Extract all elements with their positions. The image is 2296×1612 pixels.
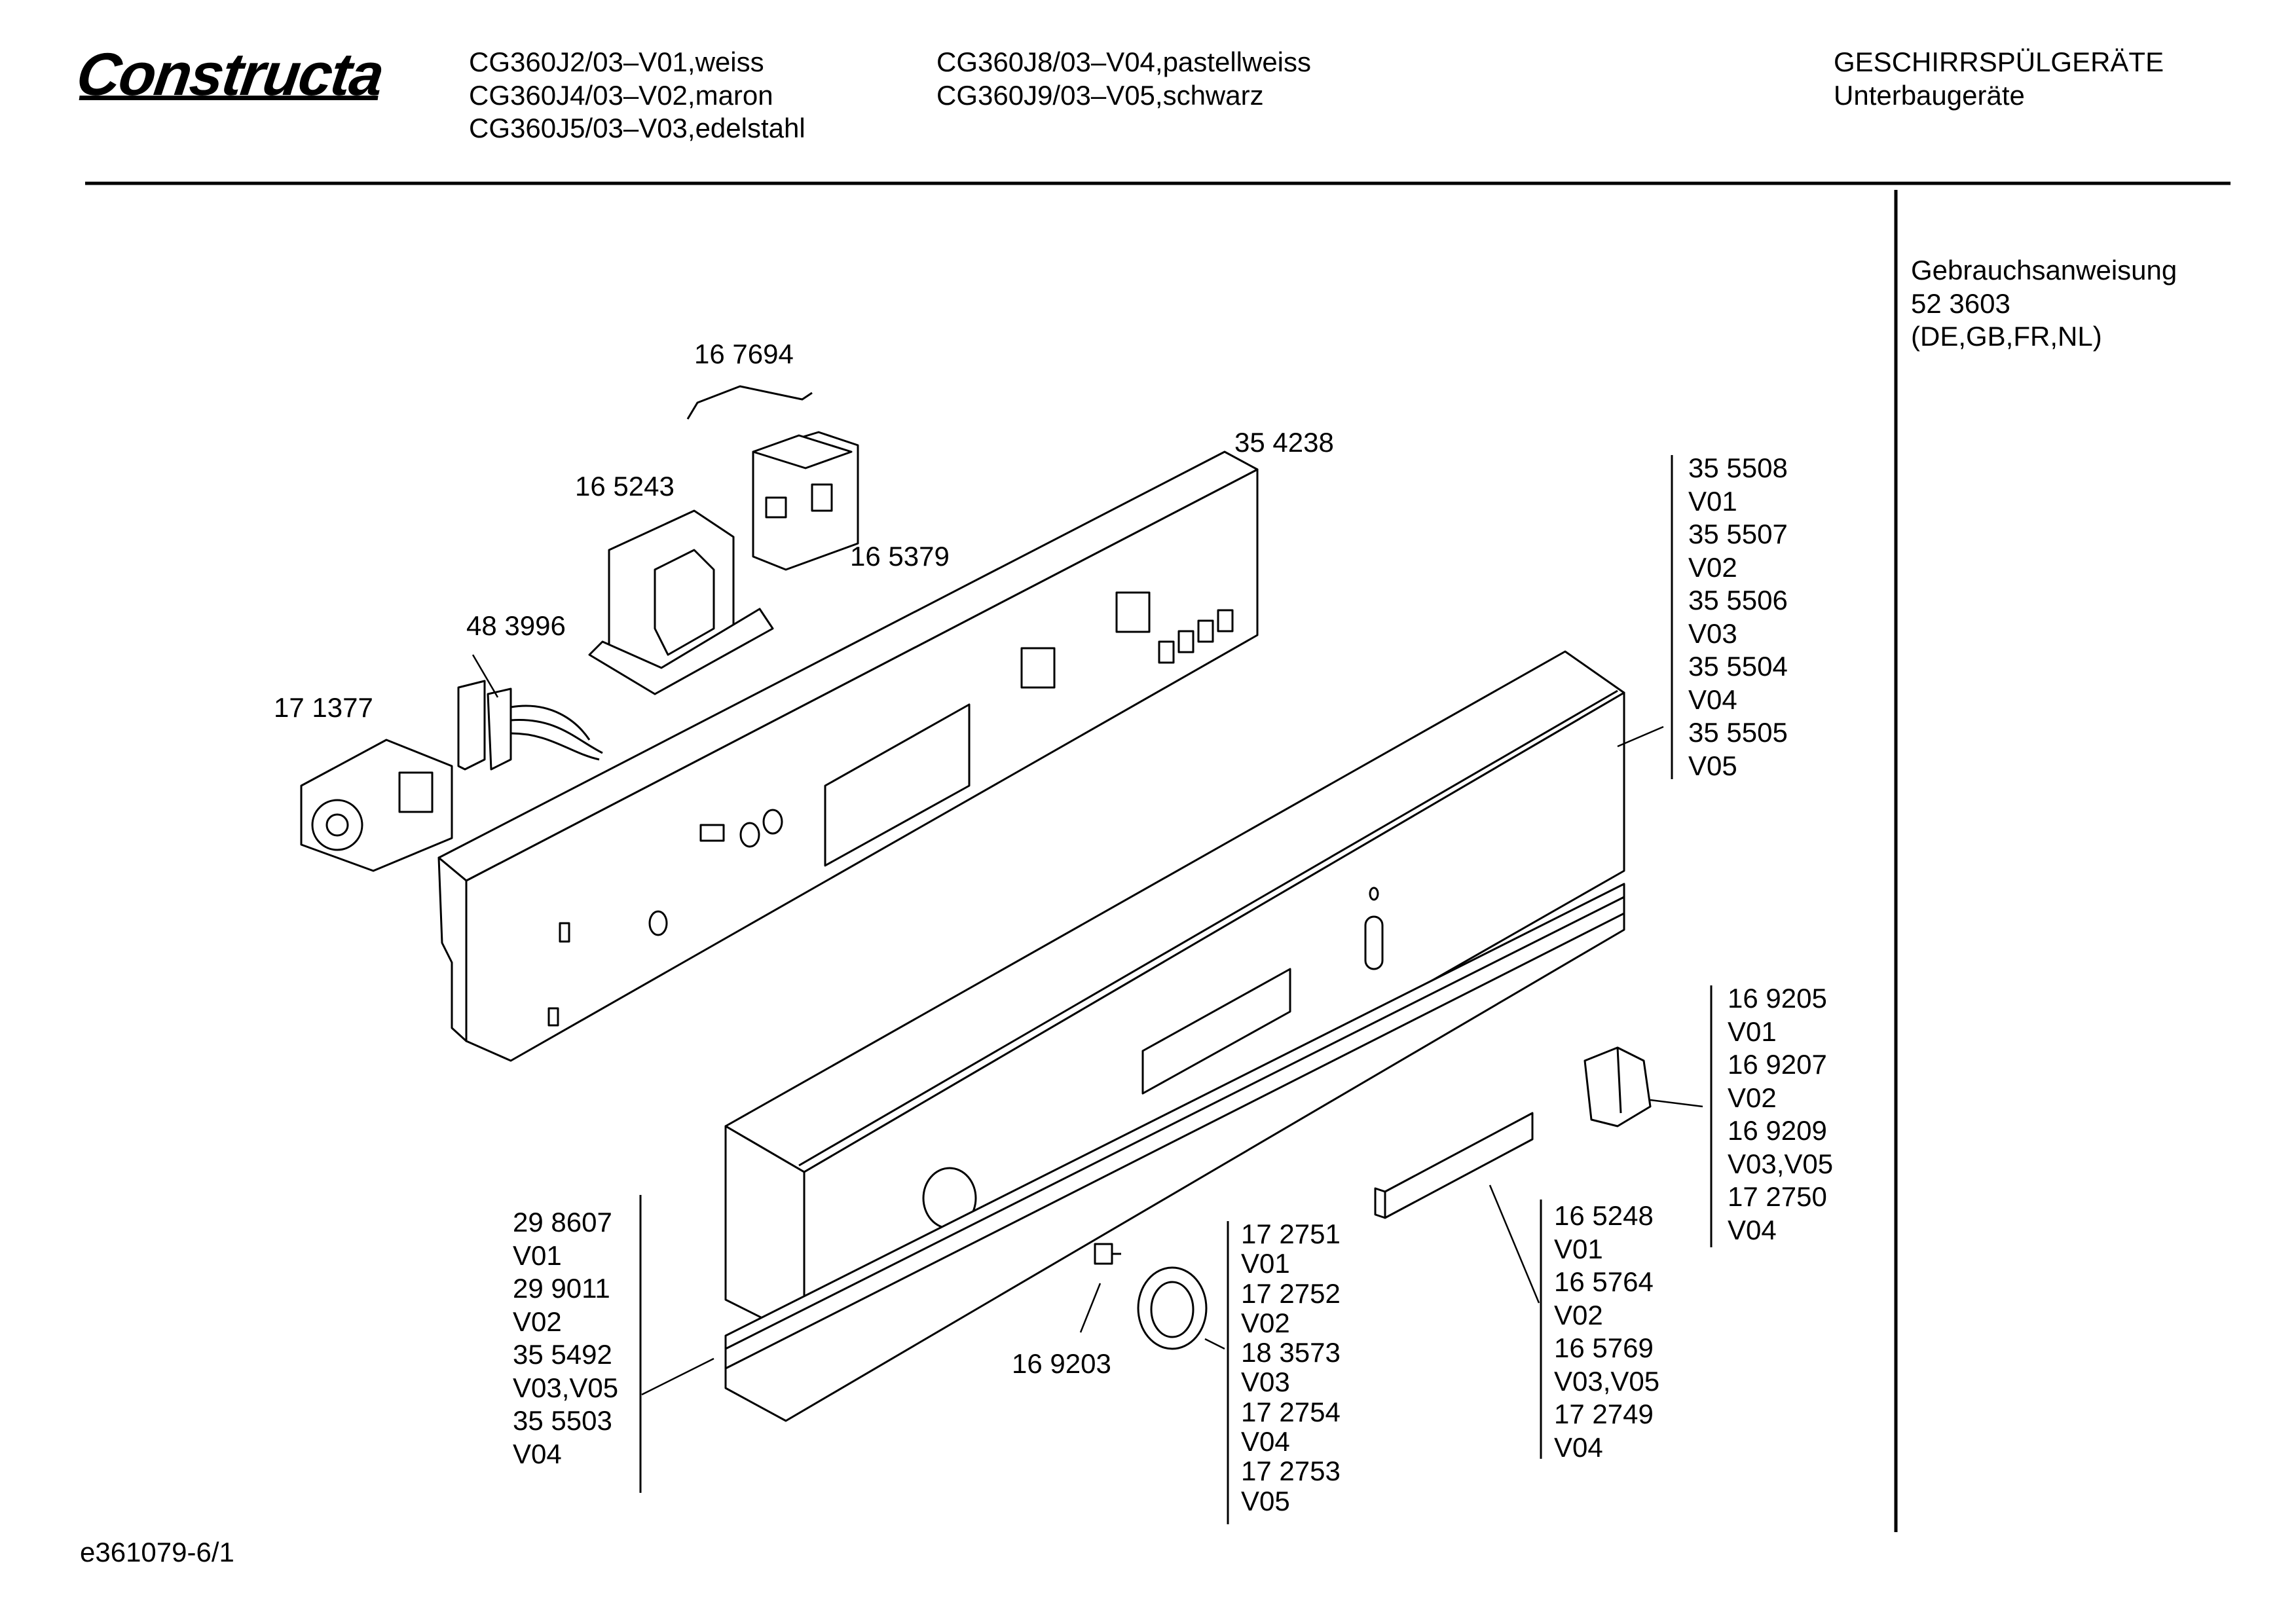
front-panel-variants: 35 5508 V01 35 5507 V02 35 5506 V03 35 5… (1688, 452, 1788, 782)
control-panel-frame (437, 450, 1259, 1062)
screw-part (1094, 1243, 1121, 1265)
model-line: CG360J9/03–V05,schwarz (936, 79, 1264, 111)
variant-line: V01 (1688, 485, 1737, 517)
variant-line: V03 (1688, 617, 1737, 649)
circuit-board-holder (588, 509, 774, 695)
manual-number: 52 3603 (1911, 287, 2010, 319)
variant-line: 16 9207 (1728, 1049, 1827, 1080)
model-line: CG360J2/03–V01,weiss (469, 46, 764, 77)
rotary-knob (1137, 1266, 1208, 1350)
switch-component (752, 431, 859, 571)
variant-line: V02 (1728, 1082, 1777, 1113)
variant-line: 35 5505 (1688, 717, 1788, 748)
category-block: GESCHIRRSPÜLGERÄTE Unterbaugeräte (1834, 46, 2164, 112)
push-button-variants: 16 9205 V01 16 9207 V02 16 9209 V03,V05 … (1728, 982, 1833, 1247)
manual-label: Gebrauchsanweisung (1911, 255, 2177, 285)
variant-line: 35 5507 (1688, 519, 1788, 549)
variant-line: 35 5492 (513, 1339, 612, 1370)
connector-plug (457, 680, 603, 771)
variant-line: 17 2750 (1728, 1181, 1827, 1212)
push-button-part (1583, 1046, 1652, 1127)
variant-line: V03,V05 (513, 1372, 619, 1403)
variant-line: 35 5506 (1688, 585, 1788, 615)
variant-line: V01 (1728, 1016, 1777, 1047)
variant-line: 17 2754 (1241, 1396, 1341, 1427)
part-label: 16 5379 (850, 541, 950, 572)
variant-line: 35 5503 (513, 1405, 612, 1436)
variant-line: V04 (513, 1438, 562, 1469)
manual-languages: (DE,GB,FR,NL) (1911, 321, 2102, 352)
variant-line: 18 3573 (1241, 1337, 1341, 1368)
category-subtitle: Unterbaugeräte (1834, 79, 2025, 111)
part-label: 17 1377 (274, 692, 373, 723)
front-panel (724, 650, 1625, 1340)
variant-line: 16 5769 (1554, 1332, 1654, 1363)
list-brackets (639, 455, 1713, 1524)
variant-line: V03 (1241, 1366, 1290, 1398)
variant-line: V04 (1554, 1431, 1603, 1463)
variant-line: V03,V05 (1728, 1148, 1834, 1179)
variant-line: V04 (1728, 1214, 1777, 1245)
variant-line: V02 (1241, 1307, 1290, 1338)
part-label: 35 4238 (1234, 427, 1334, 458)
base-strip (724, 883, 1625, 1422)
model-list-2: CG360J8/03–V04,pastellweiss CG360J9/03–V… (936, 46, 1311, 112)
cover-strip-variants: 16 5248 V01 16 5764 V02 16 5769 V03,V05 … (1554, 1200, 1659, 1464)
part-label: 48 3996 (466, 610, 566, 641)
variant-line: 16 9205 (1728, 983, 1827, 1014)
variant-line: 17 2751 (1241, 1218, 1341, 1249)
model-list-1: CG360J2/03–V01,weiss CG360J4/03–V02,maro… (469, 46, 805, 145)
part-label: 16 9203 (1012, 1348, 1111, 1379)
variant-line: 29 8607 (513, 1207, 612, 1237)
variant-line: V02 (1688, 551, 1737, 583)
variant-line: 16 5248 (1554, 1200, 1654, 1231)
variant-line: 17 2752 (1241, 1277, 1341, 1309)
variant-line: V01 (513, 1239, 562, 1271)
variant-line: 35 5504 (1688, 651, 1788, 682)
variant-line: V04 (1241, 1426, 1290, 1457)
variant-line: V01 (1241, 1248, 1290, 1279)
variant-line: V05 (1241, 1485, 1290, 1516)
category-title: GESCHIRRSPÜLGERÄTE (1834, 46, 2164, 77)
knob-variants: 17 2751 V01 17 2752 V02 18 3573 V03 17 2… (1241, 1219, 1341, 1516)
base-strip-variants: 29 8607 V01 29 9011 V02 35 5492 V03,V05 … (513, 1206, 618, 1471)
part-label: 16 7694 (694, 339, 794, 369)
leader-lines (472, 654, 1703, 1396)
model-line: CG360J4/03–V02,maron (469, 79, 773, 111)
variant-line: V02 (1554, 1299, 1603, 1330)
variant-line: 29 9011 (513, 1273, 610, 1304)
variant-line: 16 5764 (1554, 1266, 1654, 1297)
variant-line: V05 (1688, 750, 1737, 781)
part-label: 16 5243 (575, 471, 675, 502)
program-selector (300, 739, 453, 872)
model-line: CG360J8/03–V04,pastellweiss (936, 46, 1312, 77)
variant-line: 16 9209 (1728, 1115, 1827, 1146)
variant-line: V03,V05 (1554, 1365, 1660, 1397)
variant-line: V01 (1554, 1233, 1603, 1264)
variant-line: 17 2749 (1554, 1399, 1654, 1429)
cover-strip (1374, 1112, 1534, 1219)
variant-line: V04 (1688, 684, 1737, 715)
drawing-code: e361079-6/1 (80, 1537, 234, 1567)
spring-wire (686, 385, 813, 420)
variant-line: V02 (513, 1306, 562, 1337)
variant-line: 17 2753 (1241, 1456, 1341, 1487)
model-line: CG360J5/03–V03,edelstahl (469, 113, 805, 143)
manual-block: Gebrauchsanweisung 52 3603 (DE,GB,FR,NL) (1911, 254, 2177, 354)
variant-line: 35 5508 (1688, 452, 1788, 483)
